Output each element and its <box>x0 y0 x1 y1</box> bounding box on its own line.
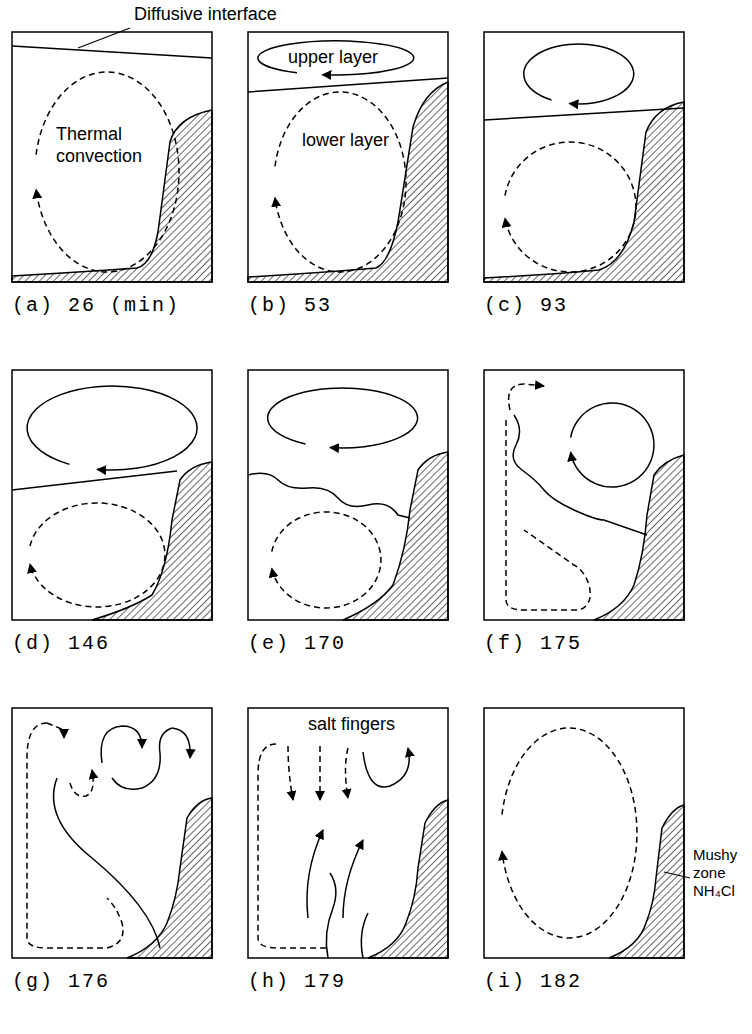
panel: (g) 176 <box>12 708 212 1008</box>
panel: (a) 26 (min) Thermal convection <box>12 32 212 332</box>
panel-caption: (g) 176 <box>12 970 110 994</box>
flow-label: Thermal convection <box>54 124 158 167</box>
panel-caption: (h) 179 <box>248 970 346 994</box>
panel-caption: (e) 170 <box>248 632 346 656</box>
flow-label: upper layer <box>286 47 380 69</box>
panel-caption: (i) 182 <box>484 970 582 994</box>
annotation-label: Mushy zone NH₄Cl <box>693 846 749 900</box>
panel: (c) 93 <box>484 32 684 332</box>
panel-caption: (f) 175 <box>484 632 582 656</box>
panel: (d) 146 <box>12 370 212 670</box>
panel-caption: (c) 93 <box>484 294 568 318</box>
panel-caption: (b) 53 <box>248 294 332 318</box>
annotation-label: Diffusive interface <box>134 4 277 26</box>
panel: (e) 170 <box>248 370 448 670</box>
panel-caption: (a) 26 (min) <box>12 294 180 318</box>
panel-caption: (d) 146 <box>12 632 110 656</box>
flow-label: salt fingers <box>306 714 397 736</box>
panel: (i) 182 <box>484 708 684 1008</box>
panel: (h) 179 salt fingers <box>248 708 448 1008</box>
panel: (f) 175 <box>484 370 684 670</box>
panel: (b) 53 upper layer lower layer <box>248 32 448 332</box>
flow-label: lower layer <box>300 130 391 152</box>
